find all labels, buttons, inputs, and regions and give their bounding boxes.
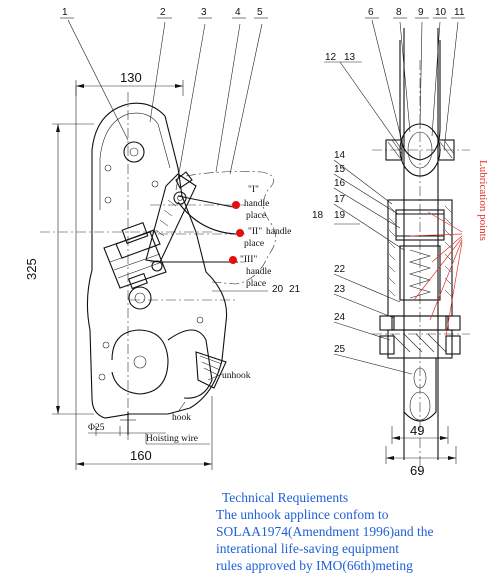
hook-plate-outline — [86, 102, 228, 419]
part-20: 20 — [272, 284, 284, 295]
release-handle — [145, 173, 197, 263]
handle-1-mark: "I" — [248, 185, 259, 195]
requirements-line-4: rules approved by IMO(66th)meting — [216, 558, 413, 573]
label-unhook: unhook — [222, 371, 251, 381]
annotations: Hoisting wire hook unhook "I" handle pla… — [146, 160, 489, 444]
technical-requirements: Technical Requiements The unhook applinc… — [216, 489, 500, 574]
side-view — [372, 28, 470, 472]
label-lubrication: Lubrication points — [477, 160, 489, 241]
lock-block — [103, 221, 167, 290]
requirements-line-3: interational life-saving equipment — [216, 541, 399, 556]
handle-2-text2: place — [244, 239, 264, 249]
handle-2-text1: handle — [266, 227, 291, 237]
handle-markers — [229, 201, 244, 264]
part-18: 18 — [312, 210, 324, 221]
part-6: 6 — [368, 7, 374, 18]
handle-3-text1: handle — [246, 267, 271, 277]
marker-2 — [236, 229, 244, 237]
part-19: 19 — [334, 210, 346, 221]
part-2: 2 — [160, 7, 166, 18]
dim-width-bottom: 160 — [130, 448, 152, 463]
dim-side-inner: 49 — [410, 423, 424, 438]
requirements-title: Technical Requiements — [222, 490, 349, 505]
part-3: 3 — [201, 7, 207, 18]
handle-3-mark: "III" — [240, 255, 257, 265]
dimension-lines — [52, 80, 213, 470]
marker-1 — [232, 201, 240, 209]
part-10: 10 — [435, 7, 447, 18]
lubrication-leaders — [409, 211, 463, 337]
dim-height: 325 — [24, 258, 39, 280]
lifting-eye — [123, 141, 145, 163]
part-13: 13 — [344, 52, 356, 63]
part-14: 14 — [334, 150, 346, 161]
part-11: 11 — [454, 7, 465, 18]
part-21: 21 — [289, 284, 301, 295]
handle-1-text1: handle — [244, 199, 269, 209]
part-1: 1 — [62, 7, 68, 18]
part-9: 9 — [418, 7, 424, 18]
part-labels: 1 2 3 4 5 6 8 9 10 11 12 13 14 15 16 17 … — [62, 7, 465, 355]
part-17: 17 — [334, 194, 346, 205]
bottom-hook — [403, 358, 437, 422]
part-15: 15 — [334, 164, 346, 175]
side-leaders — [324, 17, 465, 375]
requirements-line-2: SOLAA1974(Amendment 1996)and the — [216, 524, 434, 539]
handle-1-text2: place — [246, 211, 266, 221]
spring — [408, 249, 432, 299]
label-hook: hook — [172, 413, 191, 423]
marker-3 — [229, 256, 237, 264]
part-8: 8 — [396, 7, 402, 18]
part-5: 5 — [257, 7, 263, 18]
dimension-text: 130 325 160 Φ25 49 69 — [24, 70, 424, 478]
dim-diameter: Φ25 — [88, 423, 105, 433]
pin-center — [128, 286, 152, 310]
part-12: 12 — [325, 52, 337, 63]
part-4: 4 — [235, 7, 241, 18]
handle-3-text2: place — [246, 279, 266, 289]
front-view — [40, 92, 276, 440]
part-16: 16 — [334, 178, 346, 189]
hook-bowl — [111, 329, 169, 395]
requirements-line-1: The unhook applince confom to — [216, 507, 389, 522]
handle-2-mark: "II" — [248, 227, 262, 237]
part-24: 24 — [334, 312, 346, 323]
dim-width-top: 130 — [120, 70, 142, 85]
leader-lines — [60, 17, 268, 413]
part-23: 23 — [334, 284, 346, 295]
part-22: 22 — [334, 264, 346, 275]
handle-envelope — [185, 171, 276, 285]
part-25: 25 — [334, 344, 346, 355]
label-hoisting-wire: Hoisting wire — [146, 434, 198, 444]
dim-side-outer: 69 — [410, 463, 424, 478]
